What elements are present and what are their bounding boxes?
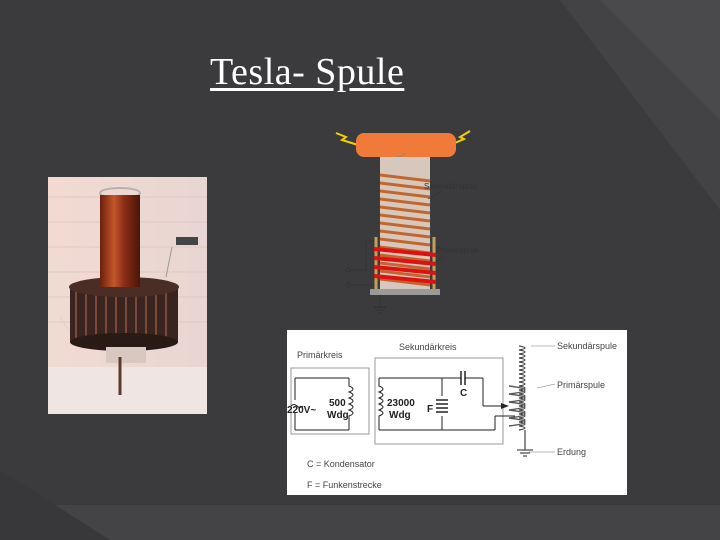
legend-spark-gap: F = Funkenstrecke bbox=[307, 480, 382, 490]
secondary-turns: 23000 bbox=[387, 398, 415, 409]
slide-title: Tesla- Spule bbox=[210, 51, 405, 93]
primary-turns: 500 bbox=[329, 398, 346, 409]
tesla-coil-photo bbox=[48, 177, 207, 414]
spark-right bbox=[449, 130, 471, 146]
top-load bbox=[356, 133, 456, 157]
spark-left bbox=[335, 132, 359, 146]
legend-capacitor: C = Kondensator bbox=[307, 459, 375, 469]
label-secondary-coil: Sekundärspule bbox=[424, 182, 478, 191]
label-secondary-circuit: Sekundärkreis bbox=[399, 342, 457, 352]
label-primary-circuit: Primärkreis bbox=[297, 350, 343, 360]
label-primary-coil: Primärspule bbox=[436, 246, 479, 255]
label-primary-coil-circuit: Primärspule bbox=[557, 380, 605, 390]
spark-gap-symbol: F bbox=[427, 404, 433, 415]
primary-turns-unit: Wdg bbox=[327, 410, 349, 421]
capacitor-symbol: C bbox=[460, 388, 467, 399]
secondary-turns-unit: Wdg bbox=[389, 410, 411, 421]
label-secondary-coil-circuit: Sekundärspule bbox=[557, 341, 617, 351]
voltage-label: 220V~ bbox=[287, 405, 316, 416]
label-ground: Erdung bbox=[557, 447, 586, 457]
circuit-diagram: Primärkreis Sekundärkreis Sekundärspule … bbox=[287, 330, 627, 495]
tesla-coil-diagram: Sekundärspule Primärspule bbox=[335, 130, 479, 314]
